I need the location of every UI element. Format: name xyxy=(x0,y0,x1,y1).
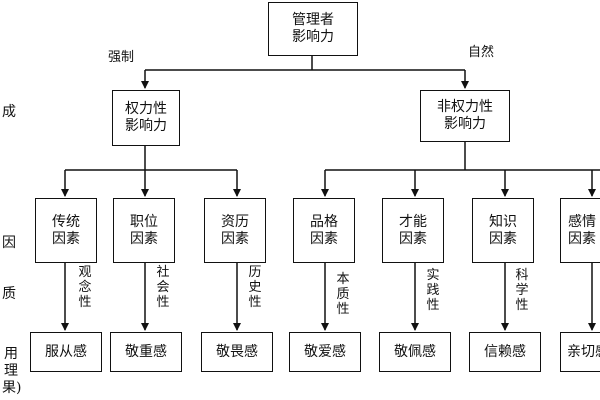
quality-label-3: 历史性 xyxy=(248,265,262,310)
root-line1: 管理者 xyxy=(292,12,334,28)
nonpower-influence-node: 非权力性 影响力 xyxy=(420,90,510,142)
nonpower-line2: 影响力 xyxy=(444,116,486,132)
factor-5-line1: 才能 xyxy=(399,213,427,230)
row-label-quality: 质 xyxy=(2,286,16,302)
factor-1-line1: 传统 xyxy=(52,213,80,230)
row-label-effect-c: 果) xyxy=(2,380,22,396)
factor-7-line1: 感情 xyxy=(568,213,596,230)
factor-2-line2: 因素 xyxy=(130,230,158,247)
power-influence-node: 权力性 影响力 xyxy=(112,90,180,146)
factor-6-line2: 因素 xyxy=(489,230,517,247)
root-line2: 影响力 xyxy=(292,29,334,45)
quality-label-6: 科学性 xyxy=(515,268,529,313)
factor-4-line1: 品格 xyxy=(310,213,338,230)
row-label-effect-a: 用 xyxy=(4,346,18,362)
branch-label-left: 强制 xyxy=(108,50,135,65)
effect-node-5: 敬佩感 xyxy=(379,332,451,372)
factor-node-7: 感情 因素 xyxy=(560,198,600,263)
row-label-effect-b: 理 xyxy=(4,363,18,379)
factor-1-line2: 因素 xyxy=(52,230,80,247)
quality-label-2: 社会性 xyxy=(156,265,170,310)
quality-label-4: 本质性 xyxy=(336,272,350,317)
factor-node-1: 传统 因素 xyxy=(35,198,97,263)
effect-node-2: 敬重感 xyxy=(110,332,182,372)
factor-node-2: 职位 因素 xyxy=(113,198,175,263)
factor-2-line1: 职位 xyxy=(130,213,158,230)
root-node: 管理者 影响力 xyxy=(268,2,358,56)
factor-4-line2: 因素 xyxy=(310,230,338,247)
quality-label-5: 实践性 xyxy=(426,268,440,313)
factor-3-line1: 资历 xyxy=(221,213,249,230)
row-label-composition: 成 xyxy=(2,104,16,120)
quality-label-1: 观念性 xyxy=(78,265,92,310)
nonpower-line1: 非权力性 xyxy=(437,99,493,115)
effect-node-1: 服从感 xyxy=(30,332,102,372)
effect-node-6: 信赖感 xyxy=(469,332,541,372)
factor-node-3: 资历 因素 xyxy=(204,198,266,263)
branch-label-right: 自然 xyxy=(468,45,495,60)
effect-node-3: 敬畏感 xyxy=(201,332,273,372)
effect-node-7: 亲切感 xyxy=(560,332,600,372)
power-line2: 影响力 xyxy=(125,118,167,134)
row-label-factor: 因 xyxy=(2,235,16,251)
factor-node-6: 知识 因素 xyxy=(472,198,534,263)
factor-5-line2: 因素 xyxy=(399,230,427,247)
factor-3-line2: 因素 xyxy=(221,230,249,247)
power-line1: 权力性 xyxy=(125,101,167,117)
effect-node-4: 敬爱感 xyxy=(289,332,361,372)
factor-7-line2: 因素 xyxy=(568,230,596,247)
factor-node-5: 才能 因素 xyxy=(382,198,444,263)
factor-node-4: 品格 因素 xyxy=(293,198,355,263)
factor-6-line1: 知识 xyxy=(489,213,517,230)
